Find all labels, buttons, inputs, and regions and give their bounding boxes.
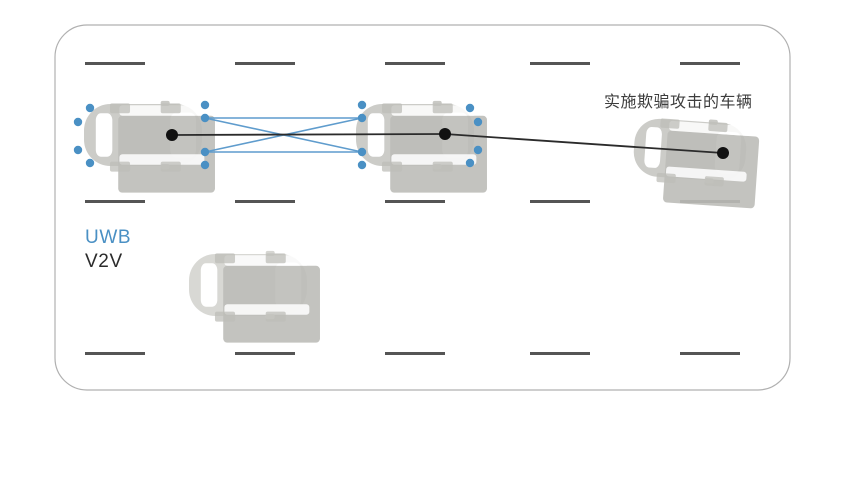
- car-wheel: [660, 118, 680, 129]
- v2v-link: [444, 133, 724, 154]
- uwb-anchor-dot: [465, 103, 475, 113]
- lane-dash: [85, 352, 145, 355]
- car-wheel: [160, 103, 181, 114]
- lane-dash: [235, 200, 295, 203]
- lane-dash: [680, 352, 740, 355]
- lane-dash: [235, 352, 295, 355]
- uwb-anchor-dot: [73, 145, 83, 155]
- car-wheel: [265, 311, 286, 322]
- car-wheel: [160, 161, 181, 172]
- car-wheel: [109, 103, 131, 114]
- bystander-vehicle: [189, 250, 320, 343]
- v2v-link: [171, 133, 446, 136]
- v2v-node: [166, 129, 178, 141]
- uwb-anchor-dot: [200, 147, 210, 157]
- lane-dash: [680, 62, 740, 65]
- uwb-anchor-dot: [357, 113, 367, 123]
- v2v-group: [166, 128, 729, 159]
- uwb-anchor-dot: [200, 160, 210, 170]
- car-wheel: [109, 161, 131, 172]
- lane-dash: [385, 200, 445, 203]
- lane-dash: [530, 352, 590, 355]
- lane-dash: [530, 62, 590, 65]
- car-side-window-bottom: [665, 166, 747, 182]
- car-rear-window: [95, 113, 113, 157]
- car-side-window-bottom: [224, 304, 310, 315]
- car-wheel: [432, 161, 453, 172]
- uwb-anchor-dot: [465, 158, 475, 168]
- uwb-anchor-dot: [473, 145, 483, 155]
- lane-dash: [530, 200, 590, 203]
- car-wheel: [214, 253, 236, 264]
- car-side-window-bottom: [119, 154, 205, 165]
- car-wheel: [656, 172, 676, 184]
- lane-dash: [385, 352, 445, 355]
- lane-dash: [85, 62, 145, 65]
- uwb-anchor-dot: [200, 100, 210, 110]
- car-wheel: [704, 176, 724, 187]
- car-side-window-bottom: [391, 154, 477, 165]
- car-wheel: [265, 253, 286, 264]
- uwb-anchors-group: [73, 100, 483, 170]
- uwb-anchor-dot: [357, 160, 367, 170]
- uwb-anchor-dot: [357, 147, 367, 157]
- uwb-anchor-dot: [357, 100, 367, 110]
- car-wheel: [432, 103, 453, 114]
- car-wheel: [381, 103, 403, 114]
- uwb-anchor-dot: [473, 117, 483, 127]
- road-panel: [54, 24, 791, 391]
- legend-uwb-label: UWB: [85, 227, 132, 248]
- car-rear-window: [200, 263, 218, 307]
- attacker-vehicle-label: 实施欺骗攻击的车辆: [604, 94, 753, 111]
- car-wheel: [708, 121, 728, 133]
- lane-dash: [85, 200, 145, 203]
- uwb-anchor-dot: [73, 117, 83, 127]
- lane-dash: [385, 62, 445, 65]
- lane-dash: [235, 62, 295, 65]
- car-wheel: [381, 161, 403, 172]
- car-wheel: [214, 311, 236, 322]
- v2v-node: [717, 147, 729, 159]
- legend-v2v-label: V2V: [85, 251, 123, 272]
- uwb-anchor-dot: [85, 158, 95, 168]
- uwb-anchor-dot: [85, 103, 95, 113]
- uwb-anchor-dot: [200, 113, 210, 123]
- v2v-node: [439, 128, 451, 140]
